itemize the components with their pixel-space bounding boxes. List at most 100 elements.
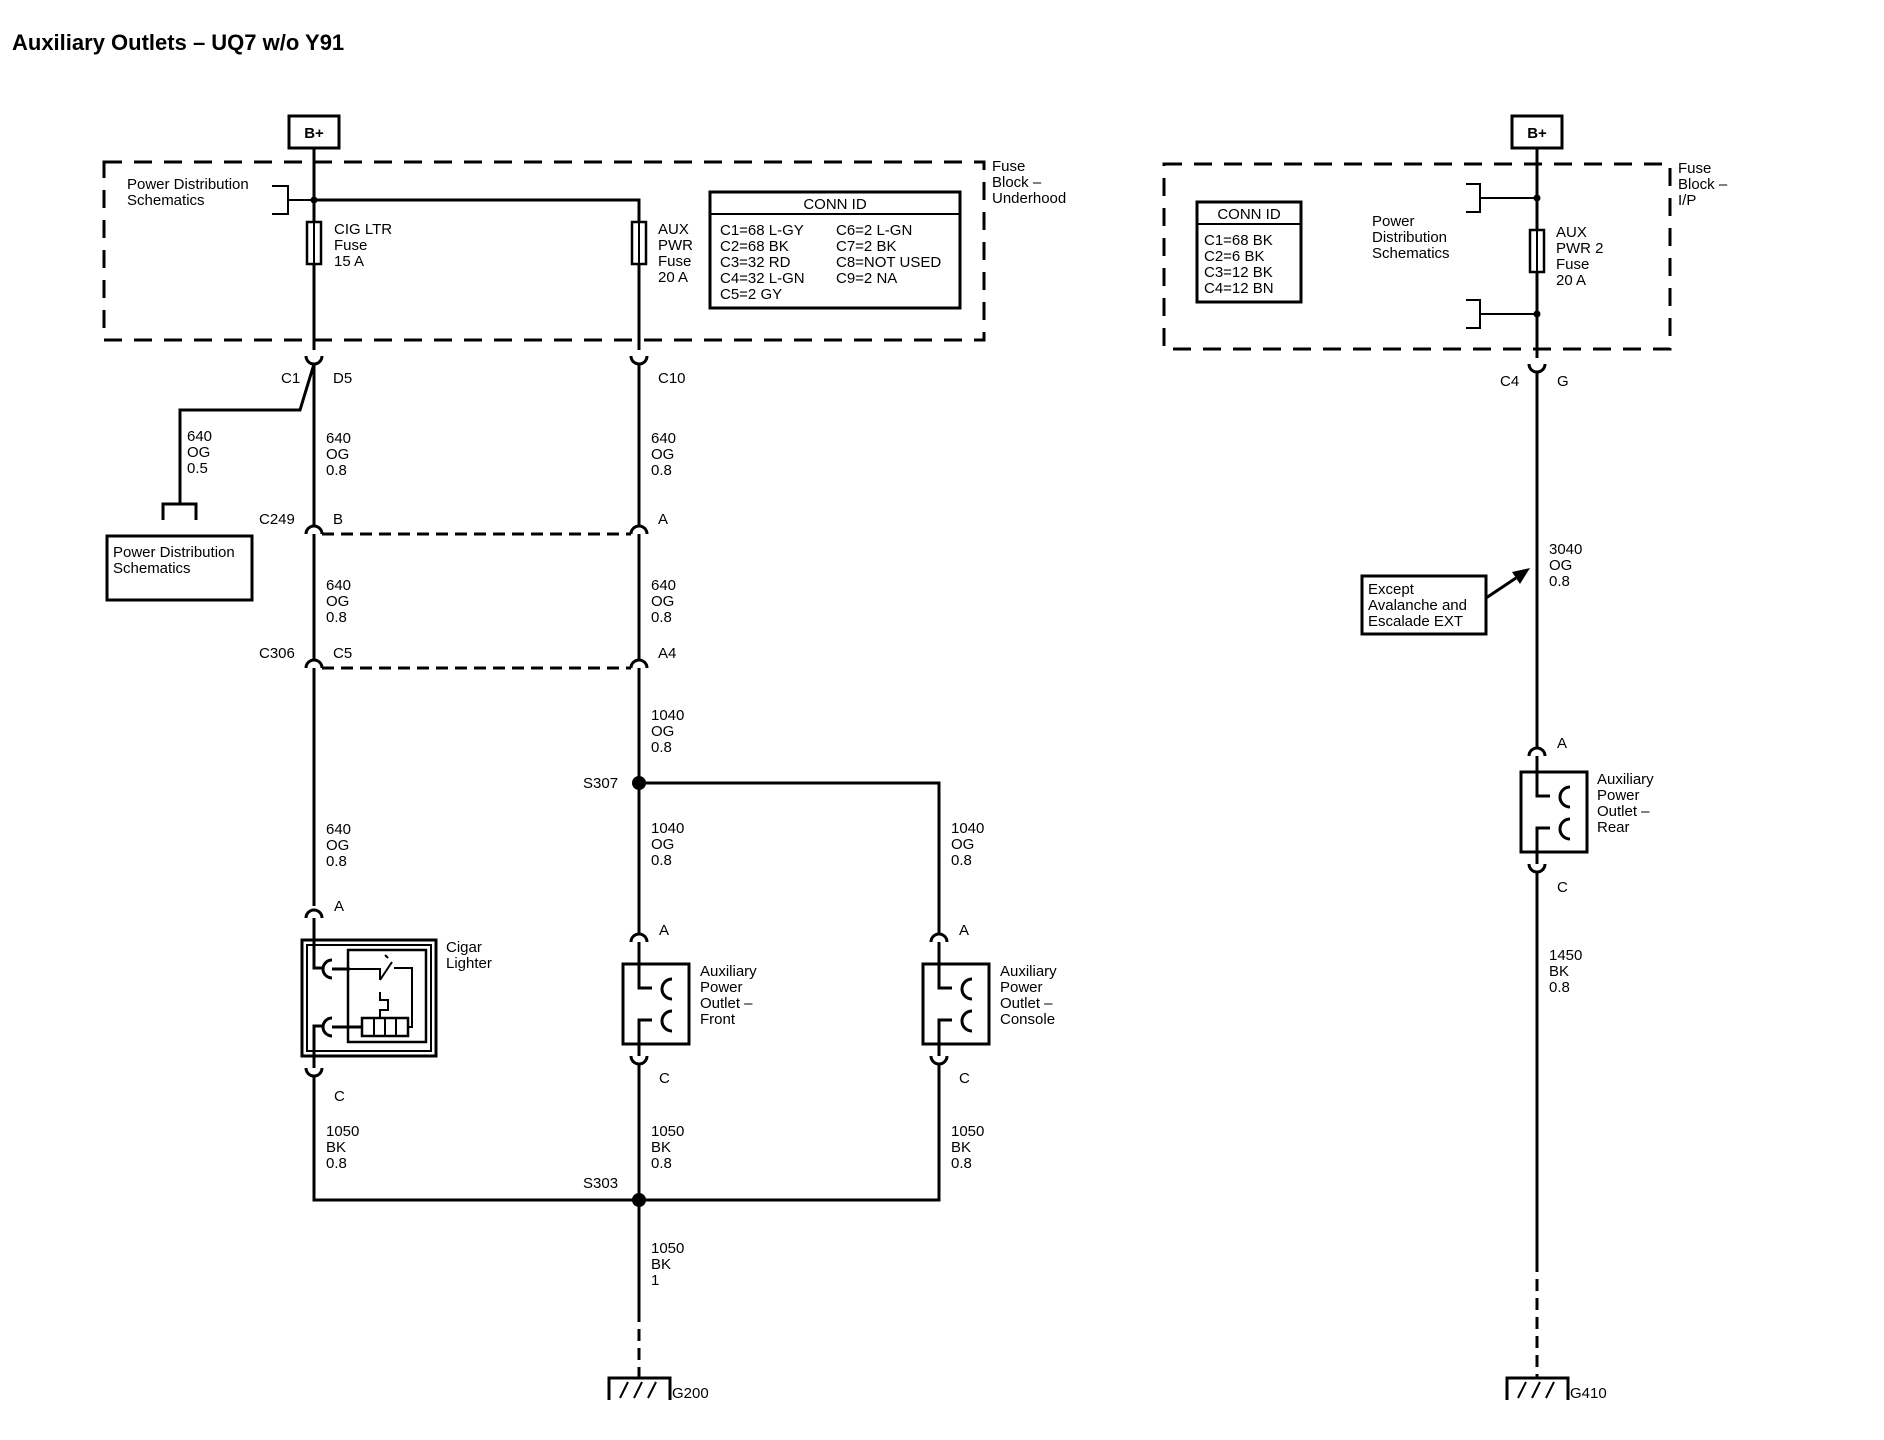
splice-s307: S307 — [583, 775, 646, 792]
except-avalanche-note: Except Avalanche and Escalade EXT — [1360, 568, 1530, 636]
svg-text:Distribution: Distribution — [1372, 229, 1447, 246]
fuse-block-underhood-boundary — [102, 160, 986, 342]
svg-text:Fuse: Fuse — [334, 237, 367, 254]
aux-pwr-fuse: AUX PWR Fuse 20 A — [630, 220, 693, 286]
svg-text:0.8: 0.8 — [651, 852, 672, 869]
svg-text:0.8: 0.8 — [326, 1155, 347, 1172]
svg-text:Block –: Block – — [1678, 176, 1728, 193]
svg-text:OG: OG — [951, 836, 974, 853]
svg-text:20 A: 20 A — [658, 269, 688, 286]
svg-text:640: 640 — [326, 821, 351, 838]
wire-label-1450-bk-08: 1450 BK 0.8 — [1549, 947, 1582, 996]
svg-text:B: B — [333, 511, 343, 528]
svg-text:0.8: 0.8 — [1549, 573, 1570, 590]
svg-text:Fuse: Fuse — [658, 253, 691, 270]
svg-text:C1: C1 — [281, 370, 300, 387]
wire-label-1050-bk-1: 1050 BK 1 — [651, 1240, 684, 1289]
svg-text:C: C — [659, 1070, 670, 1087]
svg-text:1050: 1050 — [326, 1123, 359, 1140]
svg-text:AUX: AUX — [1556, 224, 1587, 241]
svg-text:Auxiliary: Auxiliary — [1000, 963, 1057, 980]
svg-text:C249: C249 — [259, 511, 295, 528]
wire-label-640-og-08-a: 640 OG 0.8 — [326, 430, 351, 479]
svg-text:C2=68 BK: C2=68 BK — [720, 238, 789, 255]
svg-text:Console: Console — [1000, 1011, 1055, 1028]
svg-text:AUX: AUX — [658, 221, 689, 238]
svg-text:OG: OG — [651, 446, 674, 463]
svg-text:0.8: 0.8 — [1549, 979, 1570, 996]
svg-text:C4: C4 — [1500, 373, 1519, 390]
aux-pwr-2-fuse: AUX PWR 2 Fuse 20 A — [1528, 224, 1604, 289]
svg-text:Outlet –: Outlet – — [700, 995, 753, 1012]
svg-text:I/P: I/P — [1678, 192, 1696, 209]
svg-text:3040: 3040 — [1549, 541, 1582, 558]
wire-label-1050-bk-08-b: 1050 BK 0.8 — [651, 1123, 684, 1172]
cig-ltr-fuse: CIG LTR Fuse 15 A — [305, 200, 392, 270]
svg-text:0.8: 0.8 — [651, 739, 672, 756]
splice-s303: S303 — [583, 1175, 646, 1207]
svg-text:OG: OG — [651, 593, 674, 610]
cigar-lighter: A Cigar Lighter C — [300, 898, 492, 1105]
aux-power-outlet-rear: A Auxiliary Power Outlet – Rear C — [1519, 735, 1654, 896]
svg-text:Fuse: Fuse — [992, 158, 1025, 175]
svg-text:A: A — [658, 511, 668, 528]
svg-text:C: C — [1557, 879, 1568, 896]
svg-text:PWR 2: PWR 2 — [1556, 240, 1604, 257]
svg-text:C4=12 BN: C4=12 BN — [1204, 280, 1274, 297]
svg-text:Power: Power — [1372, 213, 1415, 230]
wire-label-640-og-05: 640 OG 0.5 — [187, 428, 212, 477]
svg-text:A: A — [659, 922, 669, 939]
connector-c249: C249 B A — [259, 511, 668, 536]
svg-text:C1=68 BK: C1=68 BK — [1204, 232, 1273, 249]
pds-reference-box: Power Distribution Schematics — [105, 534, 254, 602]
wire-label-1050-bk-08-c: 1050 BK 0.8 — [951, 1123, 984, 1172]
svg-text:Schematics: Schematics — [1372, 245, 1450, 262]
svg-text:Outlet –: Outlet – — [1597, 803, 1650, 820]
svg-text:G: G — [1557, 373, 1569, 390]
svg-text:BK: BK — [1549, 963, 1569, 980]
svg-text:C306: C306 — [259, 645, 295, 662]
conn-id-table-underhood: CONN ID C1=68 L-GY C2=68 BK C3=32 RD C4=… — [708, 190, 962, 310]
svg-text:0.5: 0.5 — [187, 460, 208, 477]
svg-text:CIG LTR: CIG LTR — [334, 221, 392, 238]
svg-text:G410: G410 — [1570, 1385, 1607, 1402]
connector-c306: C306 C5 A4 — [259, 645, 676, 670]
svg-text:OG: OG — [651, 723, 674, 740]
svg-text:B+: B+ — [304, 125, 324, 142]
svg-text:0.8: 0.8 — [651, 609, 672, 626]
svg-text:Power: Power — [1000, 979, 1043, 996]
svg-text:1450: 1450 — [1549, 947, 1582, 964]
ground-g410: G410 — [1505, 1376, 1607, 1402]
svg-text:C5=2 GY: C5=2 GY — [720, 286, 782, 303]
svg-text:1050: 1050 — [951, 1123, 984, 1140]
connector-c1-d5: C1 D5 — [281, 355, 352, 387]
wire-label-640-og-08-c: 640 OG 0.8 — [326, 577, 351, 626]
wire-label-1040-og-08-c: 1040 OG 0.8 — [951, 820, 984, 869]
svg-text:0.8: 0.8 — [951, 1155, 972, 1172]
svg-text:Escalade EXT: Escalade EXT — [1368, 613, 1463, 630]
battery-terminal-right: B+ — [1510, 114, 1564, 150]
svg-text:Power: Power — [1597, 787, 1640, 804]
wire-label-3040-og-08: 3040 OG 0.8 — [1549, 541, 1582, 590]
svg-text:B+: B+ — [1527, 125, 1547, 142]
svg-text:A: A — [334, 898, 344, 915]
svg-text:1040: 1040 — [651, 820, 684, 837]
svg-text:C4=32 L-GN: C4=32 L-GN — [720, 270, 805, 287]
svg-text:C7=2 BK: C7=2 BK — [836, 238, 896, 255]
svg-text:CONN ID: CONN ID — [1217, 206, 1281, 223]
svg-text:Lighter: Lighter — [446, 955, 492, 972]
svg-text:Fuse: Fuse — [1678, 160, 1711, 177]
svg-text:OG: OG — [326, 593, 349, 610]
svg-text:Power: Power — [700, 979, 743, 996]
svg-text:0.8: 0.8 — [326, 462, 347, 479]
svg-text:Underhood: Underhood — [992, 190, 1066, 207]
svg-text:PWR: PWR — [658, 237, 693, 254]
svg-text:640: 640 — [651, 430, 676, 447]
pds-reference-ip: Power Distribution Schematics — [1372, 183, 1541, 329]
svg-text:C1=68 L-GY: C1=68 L-GY — [720, 222, 804, 239]
svg-text:1040: 1040 — [651, 707, 684, 724]
svg-text:OG: OG — [651, 836, 674, 853]
svg-text:Power Distribution: Power Distribution — [113, 544, 235, 561]
svg-text:Power Distribution: Power Distribution — [127, 176, 249, 193]
